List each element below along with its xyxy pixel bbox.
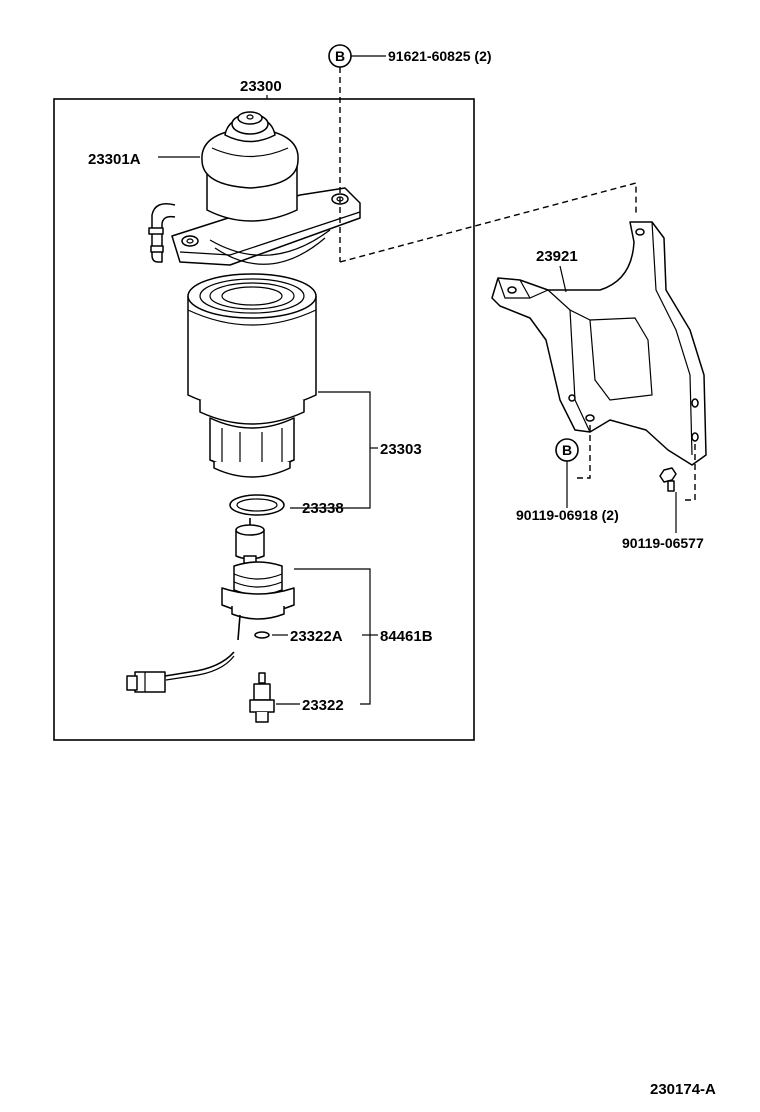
marker-b-top-text: B [335,48,345,64]
label-element: 23303 [380,441,422,458]
label-filter-head: 23301A [88,151,141,168]
marker-b-bottom-text: B [562,442,572,458]
mounting-bracket [491,221,707,466]
leader-element [290,391,371,509]
label-bracket: 23921 [536,248,578,265]
label-bolt-bottom: 90119-06918 (2) [516,507,619,523]
o-ring [229,494,285,516]
label-o-ring: 23338 [302,500,344,517]
assembly-frame [53,98,475,741]
diagram-id: 230174-A [650,1081,716,1098]
filter-element [187,273,317,478]
dashed-align-line [339,182,637,263]
sensor-connector [126,651,235,693]
bolt-right [659,467,677,492]
label-sensor-set: 84461B [380,628,433,645]
label-bolt-right: 90119-06577 [622,535,704,551]
filter-head [148,111,361,266]
leader-bracket [559,265,567,293]
sensor-plug [249,672,275,723]
label-assembly: 23300 [240,78,282,95]
label-sensor-gasket: 23322A [290,628,343,645]
sensor-body [221,518,295,641]
label-bolt-top: 91621-60825 (2) [388,48,492,64]
label-sensor: 23322 [302,697,344,714]
leader-sensor-set [294,568,371,705]
dashed-bolt-line-right [682,444,696,501]
sensor-gasket [254,631,270,639]
dashed-bolt-line-bottom [575,425,591,479]
